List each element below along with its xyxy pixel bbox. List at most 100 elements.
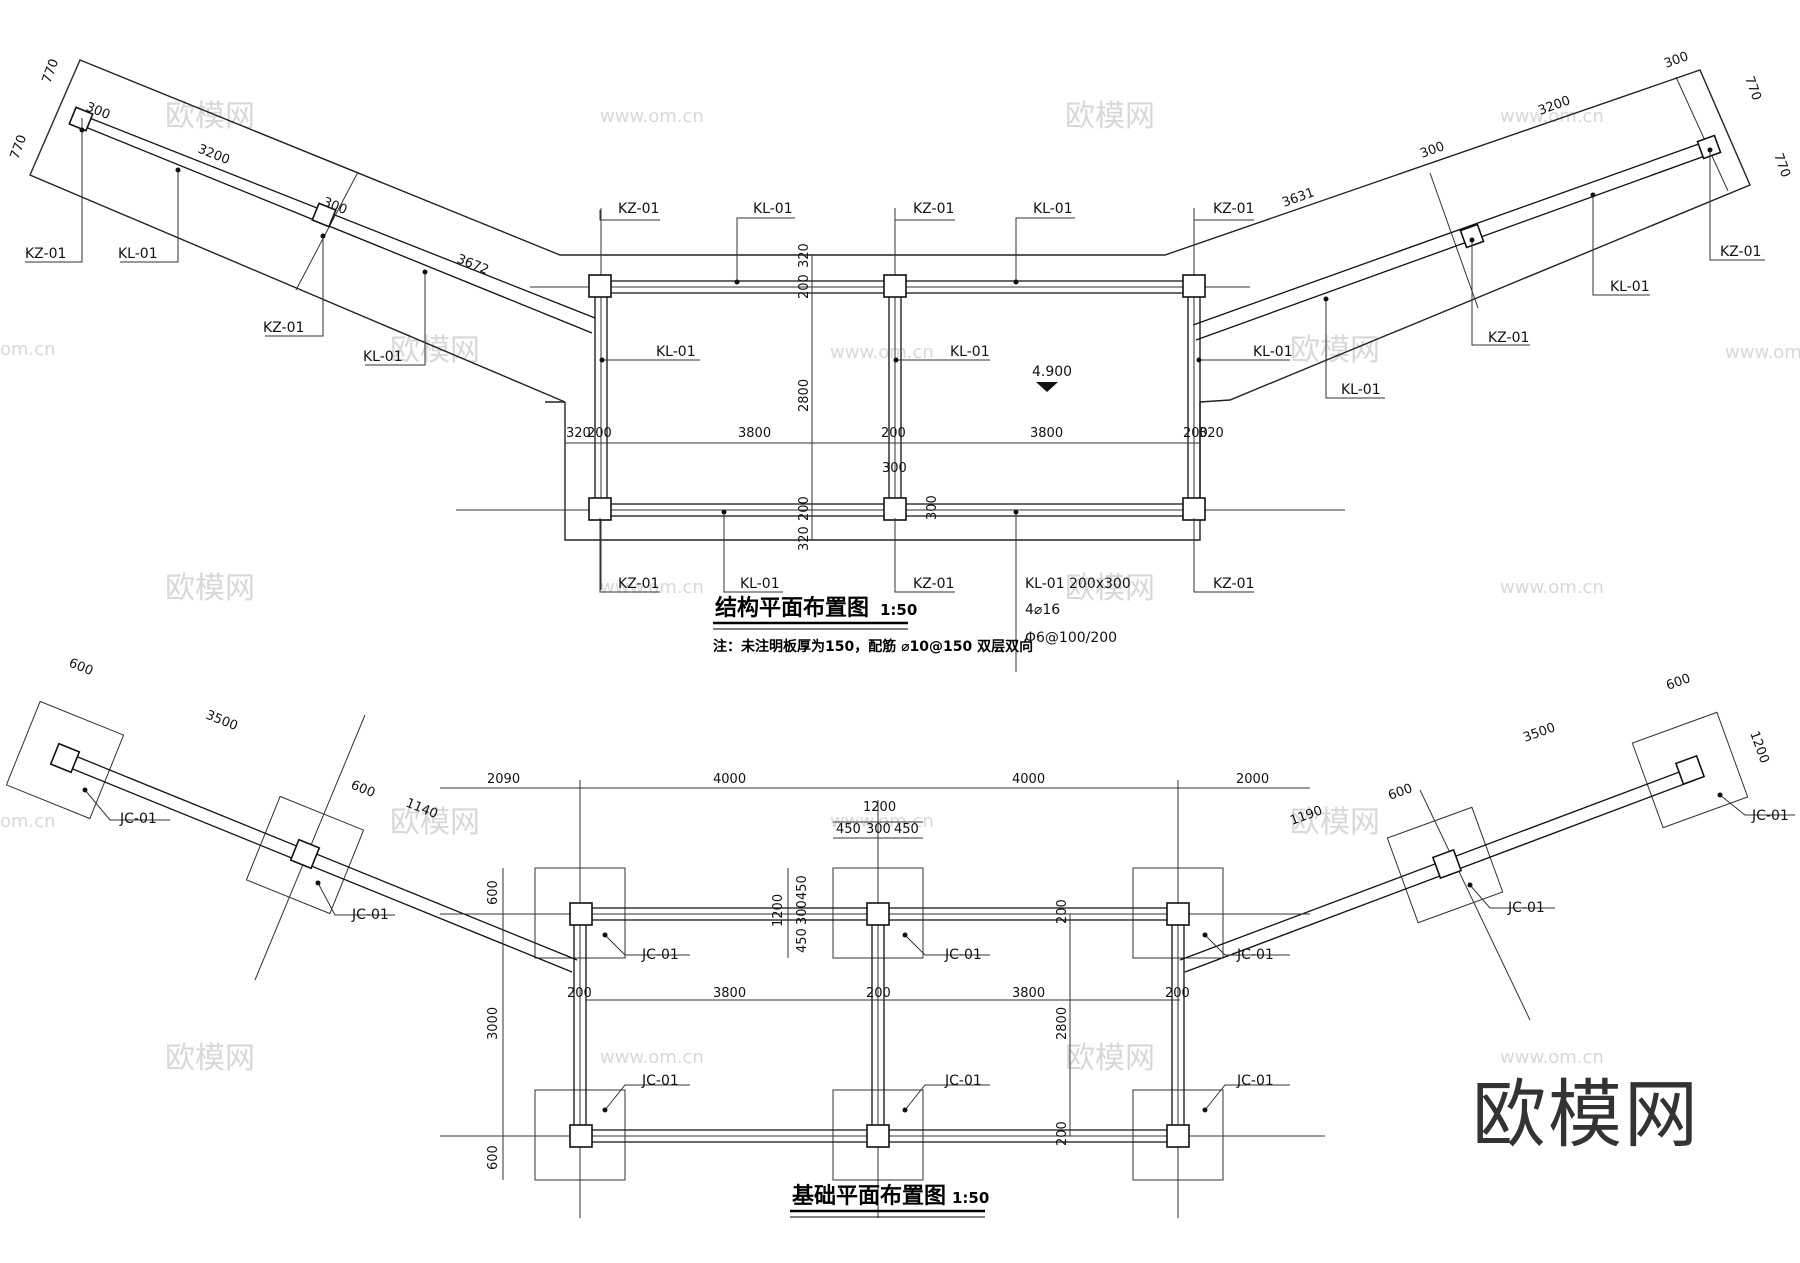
leaders bbox=[84, 789, 1795, 1111]
dim-300: 300 bbox=[882, 461, 907, 476]
label-kz: KZ-01 bbox=[263, 320, 304, 336]
label-kl: KL-01 bbox=[1341, 382, 1381, 398]
dim-200: 200 bbox=[866, 986, 891, 1001]
dim-320: 320 bbox=[797, 526, 812, 551]
axis-line bbox=[1419, 789, 1531, 1021]
dim-600: 600 bbox=[67, 656, 96, 679]
wing-beam-line bbox=[81, 114, 596, 319]
dim-450: 450 bbox=[836, 822, 861, 837]
label-kl: KL-01 bbox=[1253, 344, 1293, 360]
plan-title: 基础平面布置图 bbox=[792, 1183, 946, 1209]
label-kl: KL-01 bbox=[1610, 279, 1650, 295]
watermark-url: www.om.cn bbox=[1500, 577, 1604, 598]
dim-1200: 1200 bbox=[1746, 729, 1771, 765]
column-jc bbox=[569, 1124, 593, 1148]
plan-title: 结构平面布置图 bbox=[715, 595, 869, 621]
footing-pad bbox=[5, 700, 125, 820]
label-kl: KL-01 bbox=[1033, 201, 1073, 217]
dim-2800: 2800 bbox=[1055, 1007, 1070, 1040]
dim-1200: 1200 bbox=[863, 800, 896, 815]
dim-300: 300 bbox=[866, 822, 891, 837]
watermark-url: om.cn bbox=[0, 339, 56, 360]
dim-200: 200 bbox=[1055, 1121, 1070, 1146]
watermark-logo: 欧模网 bbox=[1065, 99, 1155, 134]
dim-770: 770 bbox=[1741, 74, 1764, 102]
dim-320: 320 bbox=[566, 426, 591, 441]
watermark-logo: 欧模网 bbox=[1290, 805, 1380, 840]
dim-200: 200 bbox=[1055, 899, 1070, 924]
label-jc: JC-01 bbox=[641, 947, 679, 963]
leader-dots bbox=[79, 127, 1713, 515]
column-jc bbox=[1674, 754, 1706, 786]
watermark-url: www.om.cn bbox=[830, 342, 934, 363]
column-kz bbox=[1182, 497, 1206, 521]
label-jc: JC-01 bbox=[1236, 947, 1274, 963]
label-jc: JC-01 bbox=[1751, 808, 1789, 824]
beam-spec-stirrup: Φ6@100/200 bbox=[1025, 630, 1117, 646]
dim-3500: 3500 bbox=[1521, 720, 1557, 745]
wing-cross-line bbox=[295, 171, 359, 291]
column-jc bbox=[1166, 902, 1190, 926]
column-jc bbox=[289, 838, 321, 870]
label-kl: KL-01 bbox=[363, 349, 403, 365]
watermark-logo: 欧模网 bbox=[1290, 333, 1380, 368]
label-jc: JC-01 bbox=[119, 811, 157, 827]
watermark-logo: 欧模网 bbox=[165, 1041, 255, 1076]
column-kz bbox=[883, 497, 907, 521]
label-kl: KL-01 bbox=[753, 201, 793, 217]
footing-pad bbox=[1631, 711, 1749, 829]
watermark-url: www.om.cn bbox=[600, 1047, 704, 1068]
dim-200: 200 bbox=[587, 426, 612, 441]
column-jc bbox=[866, 1124, 890, 1148]
label-kz: KZ-01 bbox=[913, 576, 954, 592]
dim-320: 320 bbox=[797, 243, 812, 268]
dim-4000: 4000 bbox=[1012, 772, 1045, 787]
dim-200: 200 bbox=[1183, 426, 1208, 441]
watermark-url: www.om.cn bbox=[600, 577, 704, 598]
column-kz bbox=[1459, 223, 1485, 249]
watermark-url: www.om.cn bbox=[600, 106, 704, 127]
beam-spec-name: KL-01 bbox=[1025, 576, 1065, 592]
column-jc bbox=[1431, 848, 1463, 880]
label-kz: KZ-01 bbox=[1213, 576, 1254, 592]
dim-600: 600 bbox=[486, 1145, 501, 1170]
watermark-url: www.om.cn bbox=[1725, 342, 1800, 363]
dim-200: 200 bbox=[567, 986, 592, 1001]
dim-200: 200 bbox=[797, 274, 812, 299]
label-kz: KZ-01 bbox=[25, 246, 66, 262]
plan-note: 注：未注明板厚为150，配筋 ⌀10@150 双层双向 bbox=[713, 638, 1033, 655]
label-jc: JC-01 bbox=[944, 947, 982, 963]
dim-600: 600 bbox=[486, 880, 501, 905]
label-jc: JC-01 bbox=[944, 1073, 982, 1089]
brand-logo: 欧模网 bbox=[1472, 1072, 1700, 1158]
wing-cross-line bbox=[29, 59, 81, 176]
label-kz: KZ-01 bbox=[1213, 201, 1254, 217]
watermark-url: www.om.cn bbox=[1500, 106, 1604, 127]
dim-300: 300 bbox=[1662, 49, 1690, 72]
plan-scale: 1:50 bbox=[880, 601, 917, 619]
column-kz bbox=[1696, 134, 1722, 160]
dim-600: 600 bbox=[1664, 671, 1692, 694]
dim-450: 450 bbox=[894, 822, 919, 837]
dim-200: 200 bbox=[1165, 986, 1190, 1001]
label-kz: KZ-01 bbox=[913, 201, 954, 217]
column-jc bbox=[1166, 1124, 1190, 1148]
column-kz bbox=[1182, 274, 1206, 298]
dim-3500: 3500 bbox=[204, 708, 240, 734]
label-kl: KL-01 bbox=[118, 246, 158, 262]
watermark-logo: 欧模网 bbox=[1065, 571, 1155, 606]
dim-450: 450 bbox=[795, 928, 810, 953]
dim-3200: 3200 bbox=[196, 142, 232, 168]
dim-770: 770 bbox=[1770, 151, 1793, 179]
watermark-url: om.cn bbox=[0, 811, 56, 832]
watermarks: 欧模网 www.om.cn 欧模网 www.om.cn om.cn 欧模网 ww… bbox=[0, 99, 1800, 1158]
dim-3000: 3000 bbox=[486, 1007, 501, 1040]
wing-cross-line bbox=[1429, 172, 1479, 309]
dim-770: 770 bbox=[40, 57, 63, 85]
label-kz: KZ-01 bbox=[618, 201, 659, 217]
label-kl: KL-01 bbox=[950, 344, 990, 360]
column-jc bbox=[866, 902, 890, 926]
watermark-logo: 欧模网 bbox=[1065, 1041, 1155, 1076]
dim-3800: 3800 bbox=[738, 426, 771, 441]
